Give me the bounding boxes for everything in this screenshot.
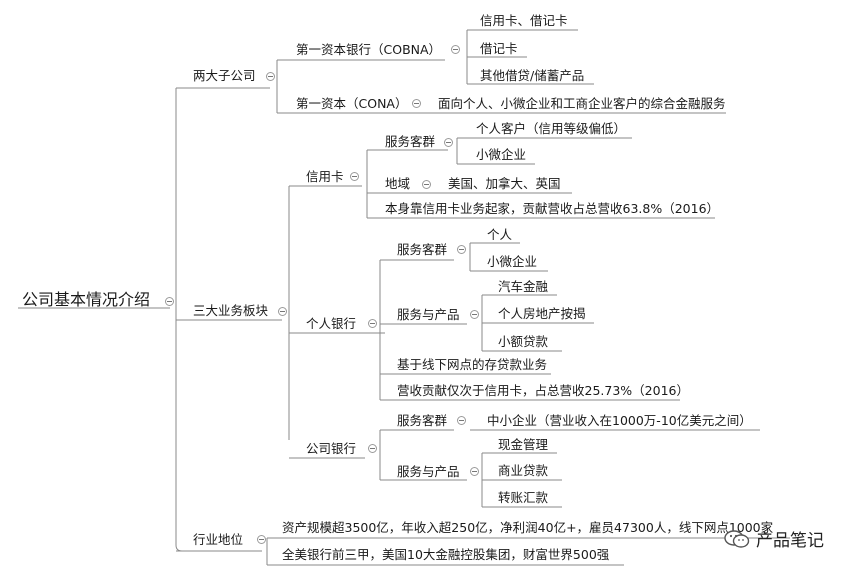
topic-corp-product[interactable]: 商业贷款 [498, 463, 549, 478]
topic-pb-product[interactable]: 汽车金融 [498, 279, 549, 294]
topic-pb-product[interactable]: 个人房地产按揭 [498, 306, 586, 321]
topic-corporate-banking[interactable]: 公司银行 [306, 441, 357, 456]
wechat-icon [724, 529, 750, 548]
topic-corp-customers[interactable]: 服务客群 [397, 413, 448, 428]
collapse-toggle-icon[interactable] [165, 297, 174, 306]
topic-cobna-item[interactable]: 借记卡 [480, 41, 518, 56]
topic-corp-customer[interactable]: 中小企业（营业收入在1000万-10亿美元之间） [487, 413, 752, 428]
collapse-toggle-icon[interactable] [368, 444, 377, 453]
topic-cc-customer[interactable]: 小微企业 [476, 147, 527, 162]
topic-cc-customer[interactable]: 个人客户（信用等级偏低） [476, 121, 627, 136]
collapse-toggle-icon[interactable] [470, 310, 479, 319]
collapse-toggle-icon[interactable] [257, 535, 266, 544]
topic-cona-desc[interactable]: 面向个人、小微企业和工商企业客户的综合金融服务 [438, 96, 726, 111]
topic-pb-products[interactable]: 服务与产品 [397, 307, 460, 322]
topic-cobna[interactable]: 第一资本银行（COBNA） [296, 42, 442, 57]
collapse-toggle-icon[interactable] [470, 467, 479, 476]
topic-corp-products[interactable]: 服务与产品 [397, 464, 460, 479]
topic-pb-customer[interactable]: 个人 [487, 227, 513, 242]
collapse-toggle-icon[interactable] [457, 416, 466, 425]
collapse-toggle-icon[interactable] [368, 319, 377, 328]
collapse-toggle-icon[interactable] [457, 245, 466, 254]
root-topic[interactable]: 公司基本情况介绍 [22, 290, 151, 309]
topic-pb-customer[interactable]: 小微企业 [487, 254, 538, 269]
topic-cc-note[interactable]: 本身靠信用卡业务起家，贡献营收占总营收63.8%（2016） [385, 201, 720, 216]
watermark-text: 产品笔记 [756, 531, 824, 551]
topic-pb-note[interactable]: 营收贡献仅次于信用卡，占总营收25.73%（2016） [397, 383, 689, 398]
watermark: 产品笔记 [724, 526, 824, 551]
topic-cobna-item[interactable]: 其他借贷/储蓄产品 [480, 68, 585, 83]
topic-cc-region[interactable]: 美国、加拿大、英国 [448, 176, 561, 191]
topic-corp-product[interactable]: 现金管理 [498, 437, 549, 452]
topic-industry[interactable]: 行业地位 [193, 532, 244, 547]
topic-industry-item[interactable]: 资产规模超3500亿，年收入超250亿，净利润40亿+，雇员47300人，线下网… [282, 520, 774, 535]
topic-cc-region-label[interactable]: 地域 [385, 176, 411, 191]
topic-credit-card[interactable]: 信用卡 [306, 169, 344, 184]
collapse-toggle-icon[interactable] [451, 45, 460, 54]
collapse-toggle-icon[interactable] [422, 180, 431, 189]
collapse-toggle-icon[interactable] [266, 72, 275, 81]
topic-cona[interactable]: 第一资本（CONA） [296, 96, 408, 111]
topic-cobna-item[interactable]: 信用卡、借记卡 [480, 13, 568, 28]
topic-corp-product[interactable]: 转账汇款 [498, 490, 549, 505]
topic-industry-item[interactable]: 全美银行前三甲，美国10大金融控股集团，财富世界500强 [282, 547, 610, 562]
topic-pb-product[interactable]: 小额贷款 [498, 334, 549, 349]
topic-personal-banking[interactable]: 个人银行 [306, 316, 357, 331]
collapse-toggle-icon[interactable] [278, 307, 287, 316]
collapse-toggle-icon[interactable] [412, 99, 421, 108]
topic-subsidiaries[interactable]: 两大子公司 [193, 68, 256, 83]
topic-cc-customers[interactable]: 服务客群 [385, 134, 436, 149]
topic-pb-customers[interactable]: 服务客群 [397, 242, 448, 257]
collapse-toggle-icon[interactable] [444, 138, 453, 147]
collapse-toggle-icon[interactable] [350, 172, 359, 181]
topic-segments[interactable]: 三大业务板块 [193, 303, 269, 318]
topic-pb-note[interactable]: 基于线下网点的存贷款业务 [397, 357, 548, 372]
